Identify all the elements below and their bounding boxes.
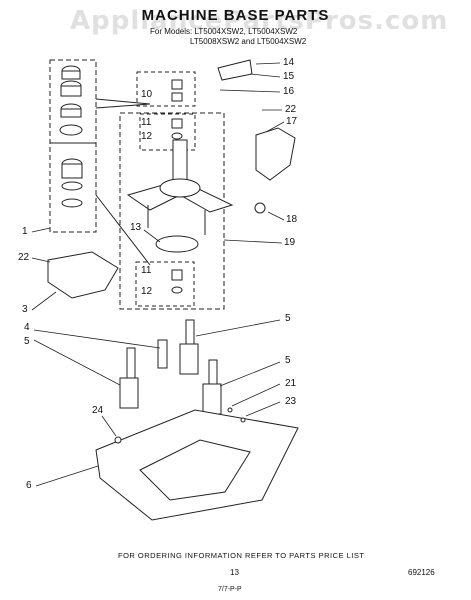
callout-16: 16 <box>283 86 295 97</box>
o-ring-13 <box>155 235 199 253</box>
seal-sleeve <box>60 85 82 97</box>
leader-15 <box>249 73 281 78</box>
bearing-part-10a <box>171 79 183 90</box>
leader-5c <box>219 361 281 387</box>
bearing-box-mid <box>139 113 196 151</box>
leader-19 <box>223 239 283 244</box>
leg-center-body <box>179 343 199 375</box>
leg-right-body <box>202 383 222 415</box>
seal-washer-2 <box>61 181 83 191</box>
spring-seal <box>61 163 83 179</box>
callout-18: 18 <box>286 214 298 225</box>
bearing-part-10b <box>171 92 183 102</box>
nut-18 <box>254 202 266 214</box>
callout-5b: 5 <box>285 313 291 324</box>
leader-24 <box>101 415 117 437</box>
leader-23 <box>245 401 281 417</box>
callout-11b: 11 <box>141 265 152 276</box>
print-mark: 7/7-P-P <box>218 586 242 593</box>
seal-box-arrow-bottom <box>95 194 151 266</box>
leader-22b <box>31 257 51 263</box>
callout-24: 24 <box>92 405 104 416</box>
callout-15: 15 <box>283 71 295 82</box>
page-number: 13 <box>230 568 239 577</box>
leader-14 <box>255 62 281 65</box>
seal-washer-3 <box>61 198 83 208</box>
bearing-box-upper <box>136 71 196 107</box>
seal-washer <box>59 124 83 136</box>
callout-22: 22 <box>285 104 297 115</box>
leader-5b <box>195 319 281 337</box>
seal-kit-box <box>49 59 97 233</box>
bearing-part-11 <box>171 118 183 129</box>
watermark-text: AppliancePartsPros.com <box>70 6 449 36</box>
callout-21: 21 <box>285 378 297 389</box>
bearing-box-lower <box>135 261 195 307</box>
callout-12: 12 <box>141 131 153 142</box>
bearing-part-12b <box>171 286 183 294</box>
callout-5a: 5 <box>24 336 30 347</box>
screw-21 <box>227 407 233 413</box>
bracket-3 <box>47 251 119 299</box>
callout-19: 19 <box>284 237 296 248</box>
bearing-part-11b <box>171 269 183 281</box>
callout-14: 14 <box>283 57 295 68</box>
bearing-part-12 <box>171 132 183 140</box>
leader-5a <box>33 339 121 386</box>
seal-body <box>61 70 81 80</box>
leader-13 <box>143 229 161 243</box>
page-title: MACHINE BASE PARTS <box>141 7 330 24</box>
leader-4 <box>33 329 161 349</box>
clip-24 <box>114 436 122 444</box>
seal-box-arrow-top <box>95 98 151 109</box>
leg-right-rod <box>208 359 218 385</box>
rod-14-16 <box>217 59 253 81</box>
leader-16 <box>219 89 281 93</box>
callout-10: 10 <box>141 89 153 100</box>
model-line-2: LT5008XSW2 and LT5004XSW2 <box>190 37 307 46</box>
callout-12b: 12 <box>141 286 153 297</box>
callout-13: 13 <box>130 222 142 233</box>
callout-17: 17 <box>286 116 298 127</box>
callout-1: 1 <box>22 226 28 237</box>
callout-11: 11 <box>141 117 152 128</box>
base-assembly-box <box>119 112 225 310</box>
ordering-note: FOR ORDERING INFORMATION REFER TO PARTS … <box>118 551 365 560</box>
screw-23 <box>240 417 246 423</box>
leg-left-rod <box>126 347 136 379</box>
leader-18 <box>267 211 285 221</box>
leg-left-body <box>119 377 139 409</box>
callout-5c: 5 <box>285 355 291 366</box>
callout-6: 6 <box>26 480 32 491</box>
base-cutout <box>139 439 251 501</box>
seal-ring-2-body <box>60 108 82 118</box>
spider-hub <box>159 178 201 198</box>
leader-3 <box>31 291 57 311</box>
document-code: 692126 <box>408 568 435 577</box>
leader-6 <box>35 465 99 487</box>
leader-1 <box>31 227 51 233</box>
callout-23: 23 <box>285 396 297 407</box>
callout-22b: 22 <box>18 252 30 263</box>
spring-4 <box>157 339 168 369</box>
model-line-1: For Models: LT5004XSW2, LT5004XSW2 <box>150 27 298 36</box>
leg-center-rod <box>185 319 195 345</box>
callout-4: 4 <box>24 322 30 333</box>
leader-17 <box>265 121 285 133</box>
shield-17 <box>255 127 296 181</box>
callout-3: 3 <box>22 304 28 315</box>
leader-21 <box>231 383 281 407</box>
model-subtitle: For Models: LT5004XSW2, LT5004XSW2 LT500… <box>150 27 306 47</box>
